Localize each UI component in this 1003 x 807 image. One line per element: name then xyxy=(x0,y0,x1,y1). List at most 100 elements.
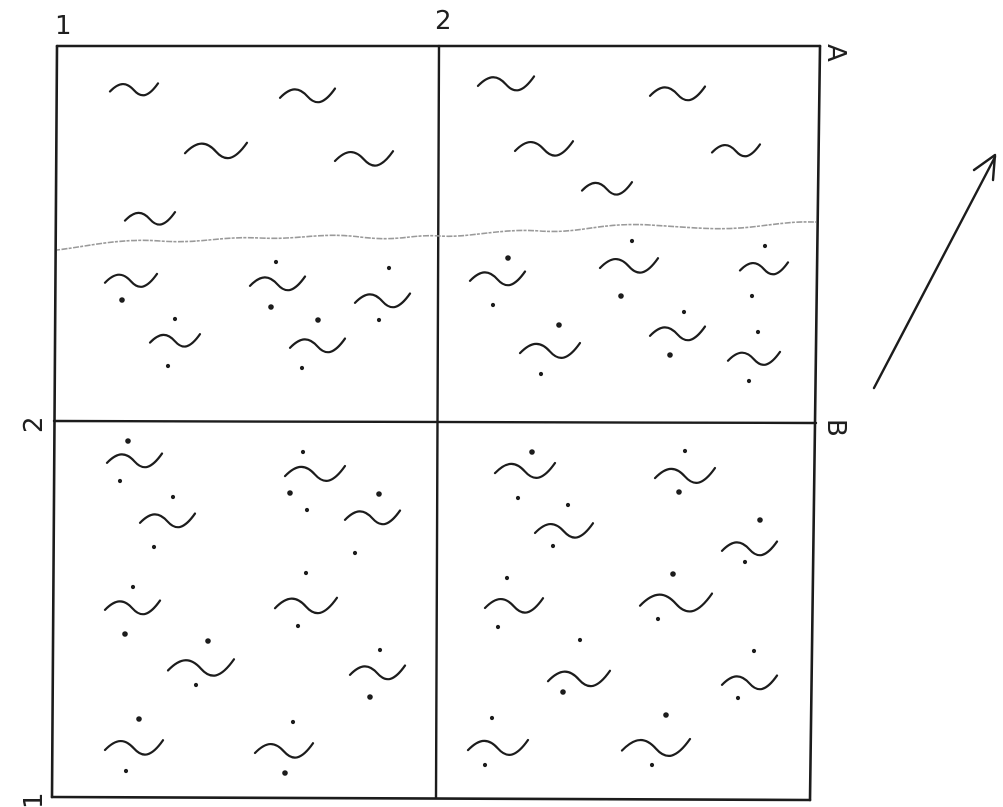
wave-with-dots-icon xyxy=(285,466,345,481)
gravel-dot xyxy=(118,479,122,483)
gravel-dot xyxy=(656,617,660,621)
water-wave-icon xyxy=(478,76,534,90)
wave-with-dots-icon xyxy=(740,262,788,274)
gravel-dot xyxy=(496,625,500,629)
gravel-dot xyxy=(387,266,391,270)
wave-with-dots-icon xyxy=(105,740,163,754)
water-wave-icon xyxy=(335,151,393,165)
label-row-mid: 2 xyxy=(19,416,49,433)
gravel-dot xyxy=(505,255,511,261)
wave-with-dots-icon xyxy=(150,334,200,346)
wave-with-dots-icon xyxy=(275,598,337,613)
gravel-dot xyxy=(750,294,754,298)
gravel-dot xyxy=(119,297,125,303)
wave-with-dots-icon xyxy=(520,343,580,358)
gravel-dot xyxy=(670,571,676,577)
gravel-dot xyxy=(136,716,142,722)
wave-with-dots-icon xyxy=(722,676,777,690)
gravel-dot xyxy=(305,508,309,512)
gravel-dot xyxy=(268,304,274,310)
layer-boundary xyxy=(57,222,816,250)
wave-with-dots-icon xyxy=(600,258,658,272)
wave-with-dots-icon xyxy=(548,671,610,686)
lower-layer-symbols xyxy=(105,258,788,757)
gravel-dot xyxy=(676,489,682,495)
gravel-dot xyxy=(618,293,624,299)
gravel-dot xyxy=(166,364,170,368)
water-wave-icon xyxy=(582,182,632,194)
gravel-dot xyxy=(736,696,740,700)
wave-with-dots-icon xyxy=(345,511,400,525)
wave-with-dots-icon xyxy=(140,514,195,528)
gravel-dot xyxy=(756,330,760,334)
gravel-dot xyxy=(378,648,382,652)
water-wave-icon xyxy=(712,144,760,156)
wave-with-dots-icon xyxy=(350,666,405,680)
water-wave-icon xyxy=(185,143,247,158)
gravel-dot xyxy=(630,239,634,243)
water-wave-icon xyxy=(515,141,573,155)
wave-with-dots-icon xyxy=(105,274,157,287)
wave-with-dots-icon xyxy=(355,294,410,308)
gravel-dot xyxy=(683,449,687,453)
gravel-dot xyxy=(667,352,673,358)
gravel-dot xyxy=(556,322,562,328)
label-top-right: A xyxy=(821,44,851,62)
wave-with-dots-icon xyxy=(722,542,777,556)
gravel-dot xyxy=(747,379,751,383)
gravel-dot xyxy=(566,503,570,507)
gravel-dot xyxy=(763,244,767,248)
label-bottom-left: 1 xyxy=(19,792,49,807)
gravel-dot xyxy=(377,318,381,322)
wave-with-dots-icon xyxy=(255,743,313,757)
gravel-dot xyxy=(315,317,321,323)
wave-with-dots-icon xyxy=(290,339,345,353)
gravel-dot xyxy=(125,438,131,444)
water-wave-icon xyxy=(110,83,158,95)
gravel-dot xyxy=(304,571,308,575)
north-arrow-icon xyxy=(874,155,995,388)
gravel-dot xyxy=(122,631,128,637)
frame-bottom xyxy=(52,797,810,800)
gravel-dot xyxy=(367,694,373,700)
upper-layer-symbols xyxy=(110,76,760,224)
wave-with-dots-icon xyxy=(495,463,555,478)
gravel-dot xyxy=(560,689,566,695)
gravel-dot xyxy=(287,490,293,496)
gravel-dot xyxy=(173,317,177,321)
gravel-dot xyxy=(205,638,211,644)
wave-with-dots-icon xyxy=(250,277,305,291)
gravel-dot xyxy=(296,624,300,628)
gravel-dot xyxy=(490,716,494,720)
wave-with-dots-icon xyxy=(105,601,160,615)
label-col-mid: 2 xyxy=(435,6,452,36)
wave-with-dots-icon xyxy=(107,454,162,468)
wave-with-dots-icon xyxy=(650,327,705,341)
gravel-dot xyxy=(539,372,543,376)
gravel-dot xyxy=(650,763,654,767)
gravel-dot xyxy=(491,303,495,307)
gravel-dot xyxy=(551,544,555,548)
wave-with-dots-icon xyxy=(485,598,543,612)
water-wave-icon xyxy=(650,87,705,101)
gravel-dot xyxy=(124,769,128,773)
gravel-dot xyxy=(752,649,756,653)
water-wave-icon xyxy=(125,212,175,224)
gravel-dot xyxy=(274,260,278,264)
lower-layer-dots xyxy=(118,239,767,776)
gravel-dot xyxy=(194,683,198,687)
gravel-dot xyxy=(376,491,382,497)
wave-with-dots-icon xyxy=(468,740,528,755)
gravel-dot xyxy=(505,576,509,580)
horizontal-divider xyxy=(54,421,816,423)
gravel-dot xyxy=(353,551,357,555)
gravel-dot xyxy=(171,495,175,499)
gravel-dot xyxy=(152,545,156,549)
wave-with-dots-icon xyxy=(728,352,780,365)
wave-with-dots-icon xyxy=(535,523,593,537)
gravel-dot xyxy=(578,638,582,642)
gravel-dot xyxy=(300,366,304,370)
wave-with-dots-icon xyxy=(168,659,234,675)
gravel-dot xyxy=(757,517,763,523)
